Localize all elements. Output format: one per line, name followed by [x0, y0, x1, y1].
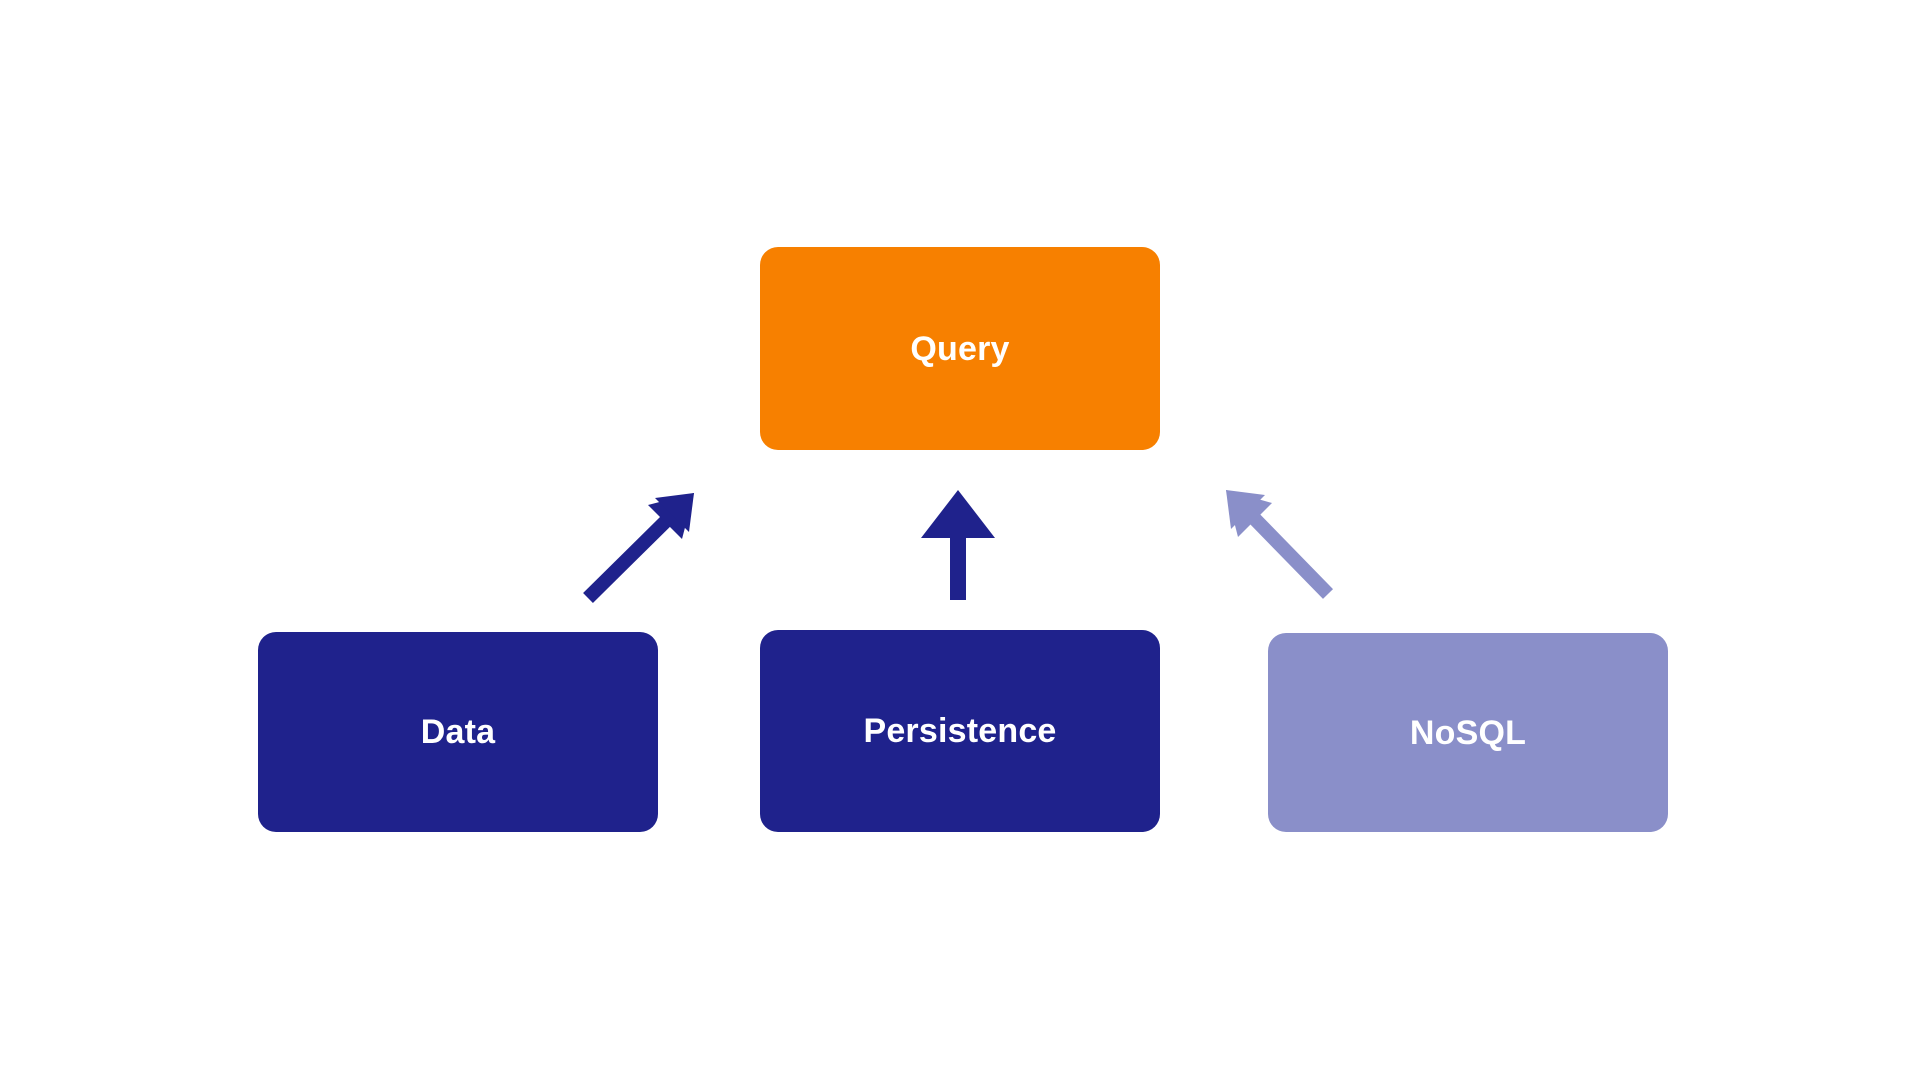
node-nosql-label: NoSQL [1409, 713, 1527, 752]
node-query[interactable]: Query [760, 247, 1160, 450]
node-data[interactable]: Data [258, 632, 658, 832]
arrow-nosql-to-query [1226, 490, 1334, 599]
node-persistence[interactable]: Persistence [760, 630, 1160, 832]
arrow-persistence-to-query [921, 490, 995, 600]
node-nosql[interactable]: NoSQL [1268, 633, 1668, 832]
node-persistence-label: Persistence [863, 712, 1057, 750]
node-query-label: Query [910, 329, 1010, 368]
node-data-label: Data [420, 713, 496, 751]
arrow-data-to-query [583, 493, 694, 603]
